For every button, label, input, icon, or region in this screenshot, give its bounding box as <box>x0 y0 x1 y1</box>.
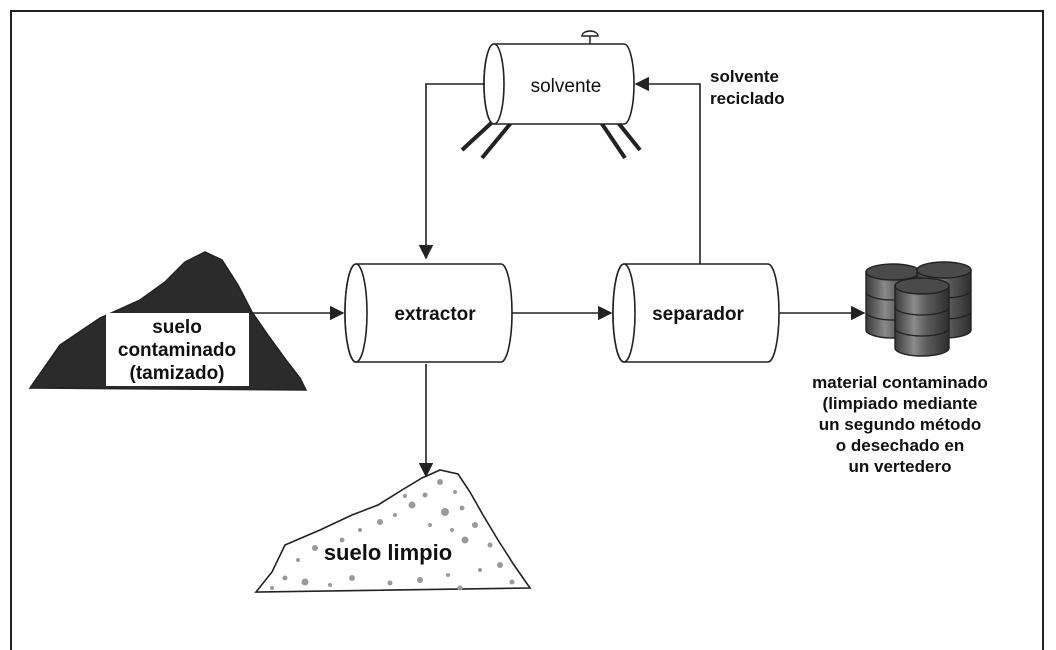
clean-soil-pile: suelo limpio <box>254 469 532 593</box>
clean-soil-speckles <box>270 479 515 591</box>
separator-label: separador <box>652 304 744 325</box>
soil-label-line3: (tamizado) <box>130 363 225 384</box>
svg-text:un segundo método: un segundo método <box>819 415 981 434</box>
output-material-label: material contaminado (limpiado mediante … <box>812 373 988 476</box>
soil-label-line1: suelo <box>152 317 202 338</box>
svg-text:material contaminado: material contaminado <box>812 373 988 392</box>
waste-barrels <box>865 261 972 357</box>
solvent-tank: solvente <box>460 30 642 160</box>
extractor-vessel: extractor <box>344 263 513 363</box>
barrel-front <box>894 277 950 357</box>
svg-text:un vertedero: un vertedero <box>849 457 952 476</box>
process-diagram: solvente extractor separador suelo conta… <box>28 30 988 593</box>
svg-text:o desechado en: o desechado en <box>836 436 964 455</box>
flow-arrows <box>250 76 866 478</box>
recycled-solvent-label-line2: reciclado <box>710 89 785 108</box>
arrow-recycled-solvent <box>634 76 701 264</box>
soil-label-line2: contaminado <box>118 340 236 361</box>
extractor-label: extractor <box>394 304 476 325</box>
clean-soil-label: suelo limpio <box>324 540 452 565</box>
diagram-frame <box>10 10 1044 650</box>
recycled-solvent-label-line1: solvente <box>710 67 779 86</box>
separator-vessel: separador <box>612 263 780 363</box>
solvent-tank-label: solvente <box>531 76 602 97</box>
svg-text:(limpiado mediante: (limpiado mediante <box>823 394 978 413</box>
contaminated-soil-pile: suelo contaminado (tamizado) <box>28 251 308 391</box>
arrow-solvent-to-extractor <box>418 83 485 260</box>
